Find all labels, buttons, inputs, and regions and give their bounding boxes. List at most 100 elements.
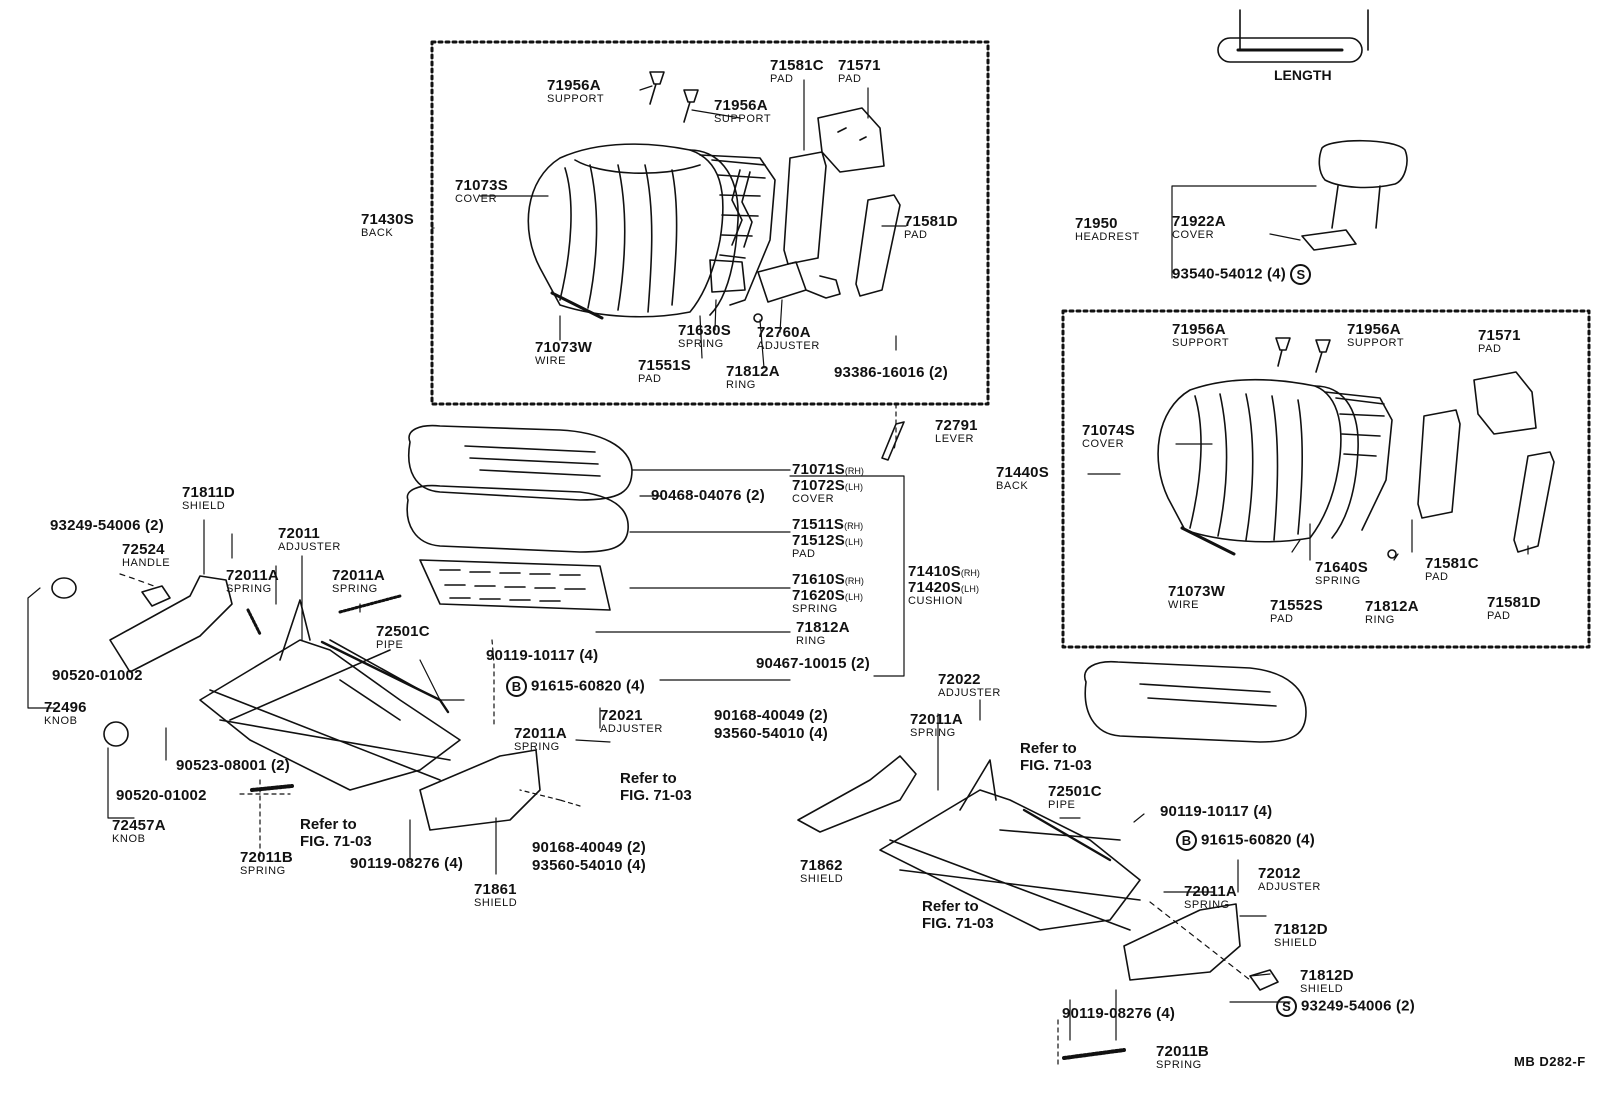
callout-90520-01002-2: 90520-01002 (116, 787, 207, 804)
b-symbol-icon: B (1176, 830, 1197, 851)
right-adjuster-assembly (879, 759, 1141, 931)
handle-72524 (141, 585, 171, 607)
ring-71812A-top (753, 313, 763, 323)
callout-90119-10117-2: 90119-10117 (4) (1160, 803, 1273, 820)
callout-90523-08001: 90523-08001 (2) (176, 757, 290, 774)
knob-72496 (51, 577, 77, 599)
cushion-pad-71511S (406, 484, 629, 553)
pad-71581C-rear (1417, 409, 1461, 519)
shield-71811D (109, 575, 233, 673)
callout-93386-16016: 93386-16016 (2) (834, 364, 948, 381)
rear-seat-cushion (1083, 660, 1307, 743)
seat-back-cover-71074S (1157, 378, 1359, 543)
rear-seat-back-frame (1324, 391, 1393, 531)
support-71956A-3 (1275, 337, 1291, 367)
pad-71581D (855, 194, 901, 297)
callout-90467-10015: 90467-10015 (2) (756, 655, 870, 672)
callout-90468-04076: 90468-04076 (2) (651, 487, 765, 504)
seat-back-frame (699, 154, 776, 306)
callout-90520-01002-1: 90520-01002 (52, 667, 143, 684)
support-71956A-1 (649, 71, 665, 105)
length-caption: LENGTH (1274, 67, 1332, 83)
callout-71410S: 71410S(RH) (908, 563, 980, 580)
callout-93540-54012: 93540-54012 (4) S (1172, 264, 1315, 285)
callout-93560-54010-2: 93560-54010 (4) (532, 857, 646, 874)
pad-71581D-rear (1513, 451, 1555, 553)
callout-90119-10117: 90119-10117 (4) (486, 647, 599, 664)
adjuster-72760A (757, 261, 841, 303)
callout-90168-40049-2: 90168-40049 (2) (532, 839, 646, 856)
callout-90119-08276-2: 90119-08276 (4) (1062, 1005, 1176, 1022)
callout-93249-54006: 93249-54006 (2) (50, 517, 164, 534)
shield-71812D-1 (1123, 903, 1241, 981)
shield-71861 (419, 749, 541, 831)
callout-93560-54010-1: 93560-54010 (4) (714, 725, 828, 742)
wire-71073W-rear (1180, 526, 1236, 556)
pipe-72501C-right (1022, 808, 1112, 862)
callout-90119-08276-1: 90119-08276 (4) (350, 855, 464, 872)
left-adjuster-assembly (199, 599, 461, 791)
shield-71812D-2 (1249, 969, 1279, 991)
headrest-cover-71922A (1301, 229, 1357, 251)
spring-72011A-mid (338, 594, 402, 614)
cushion-spring-71610S (419, 559, 611, 611)
spring-72011B-right (1062, 1048, 1126, 1060)
spring-72011A-left (246, 608, 262, 636)
b-symbol-icon: B (506, 676, 527, 697)
callout-71610S: 71610S(RH) (792, 571, 864, 588)
callout-71512S-pad: 71512S(LH)PAD (792, 532, 864, 560)
s-symbol-icon: S (1276, 996, 1297, 1017)
pad-71571 (817, 107, 885, 173)
s-symbol-icon: S (1290, 264, 1312, 285)
support-71956A-2 (683, 89, 699, 123)
rear-seat-back-group-box (1061, 309, 1591, 649)
callout-71072S-cover: 71072S(LH)COVER (792, 477, 864, 505)
callout-71620S-spring: 71620S(LH)SPRING (792, 587, 864, 615)
